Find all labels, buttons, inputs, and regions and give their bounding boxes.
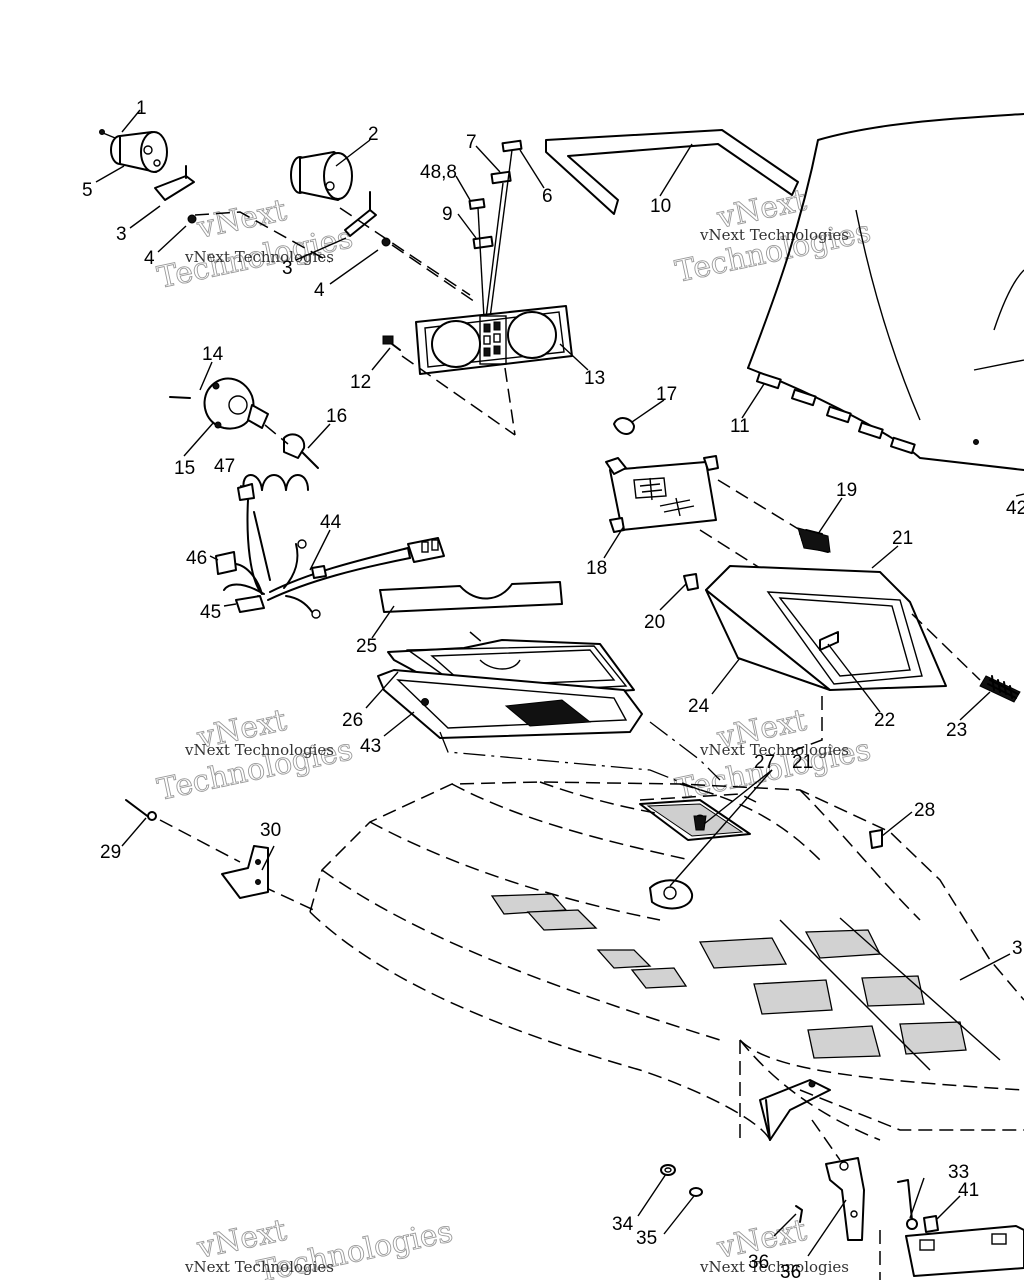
callout-29: 29 (100, 842, 121, 863)
headlight-housing (705, 565, 947, 691)
bracket-30 (221, 845, 269, 899)
molding-10 (545, 129, 799, 215)
callout-41: 41 (958, 1180, 979, 1201)
callout-13: 13 (584, 368, 605, 389)
callout-14: 14 (202, 344, 224, 365)
screw-27 (693, 815, 707, 831)
headlight-18 (605, 455, 801, 569)
windshield (747, 113, 1024, 471)
callout-45: 45 (200, 602, 221, 623)
callout-27: 27 (754, 752, 775, 773)
callout-3: 3 (1012, 938, 1023, 959)
callout-4: 4 (314, 280, 325, 301)
washer-34 (660, 1164, 676, 1176)
callout-20: 20 (644, 612, 665, 633)
callout-7: 7 (466, 132, 477, 153)
callout-15: 15 (174, 458, 195, 479)
callout-30: 30 (260, 820, 281, 841)
callout-33: 33 (948, 1162, 969, 1183)
instrument-panel (401, 305, 573, 436)
watermark-top-left: vNext Technologies vNext Technologies (154, 192, 356, 296)
hood (309, 781, 1024, 1141)
indicator-clips (468, 139, 523, 319)
callout-16: 16 (326, 406, 347, 427)
callout-18: 18 (586, 558, 607, 579)
bolt-23 (911, 613, 1021, 703)
callout-46: 46 (186, 548, 207, 569)
svg-text:vNext Technologies: vNext Technologies (184, 1258, 334, 1276)
callout-6: 6 (542, 186, 553, 207)
callout-21: 21 (792, 752, 813, 773)
frame-43 (377, 669, 823, 791)
callout-17: 17 (656, 384, 677, 405)
callout-labels: 1 2 3 3 4 4 5 6 7 48,8 9 10 11 12 13 14 … (82, 98, 1024, 1280)
latch-assembly (879, 1179, 1024, 1280)
callout-4: 4 (144, 248, 155, 269)
leader-31 (959, 953, 1011, 981)
watermark-mid-left: vNext Technologies vNext Technologies (154, 702, 356, 808)
callout-3: 3 (282, 258, 293, 279)
svg-text:vNext Technologies: vNext Technologies (699, 1258, 849, 1276)
spring-19 (797, 527, 831, 553)
callout-36: 36 (748, 1252, 769, 1273)
switch-15 (169, 377, 319, 469)
callout-47: 47 (214, 456, 235, 477)
callout-3: 3 (116, 224, 127, 245)
callout-43: 43 (360, 736, 381, 757)
leader-lines (95, 109, 991, 1257)
gauge-left (99, 129, 331, 263)
svg-text:vNext Technologies: vNext Technologies (184, 741, 334, 759)
bulb-17 (613, 417, 635, 435)
callout-1: 1 (136, 98, 147, 119)
bolt-28 (869, 829, 883, 849)
callout-19: 19 (836, 480, 857, 501)
svg-text:vNext Technologies: vNext Technologies (699, 741, 849, 759)
leader-42 (1015, 493, 1024, 497)
watermark-bottom-left: vNext Technologies vNext Technologies (184, 1212, 456, 1280)
callout-26: 26 (342, 710, 363, 731)
callout-5: 5 (82, 180, 93, 201)
callout-42: 42 (1006, 498, 1024, 519)
gauge-right (290, 151, 479, 305)
screw-20 (683, 573, 699, 591)
callout-34: 34 (612, 1214, 634, 1235)
callout-23: 23 (946, 720, 967, 741)
callout-9: 9 (442, 204, 453, 225)
callout-36: 36 (780, 1262, 801, 1280)
wiring-harness (215, 474, 445, 619)
hinge-36 (795, 1119, 865, 1241)
callout-44: 44 (320, 512, 342, 533)
callout-24: 24 (688, 696, 710, 717)
callout-21: 21 (892, 528, 913, 549)
callout-35: 35 (636, 1228, 657, 1249)
svg-text:vNext Technologies: vNext Technologies (699, 226, 849, 244)
screw-12 (382, 335, 401, 351)
callout-22: 22 (874, 710, 895, 731)
callout-12: 12 (350, 372, 371, 393)
callout-11: 11 (730, 416, 750, 437)
watermark-top-right: vNext Technologies vNext Technologies (672, 182, 874, 290)
callout-28: 28 (914, 800, 935, 821)
pin-29 (125, 799, 319, 913)
washer-35 (689, 1187, 703, 1197)
watermark-bottom-right: vNext vNext Technologies (699, 1212, 849, 1276)
callout-48-8: 48,8 (420, 162, 457, 183)
callout-10: 10 (650, 196, 671, 217)
callout-2: 2 (368, 124, 379, 145)
svg-text:vNext Technologies: vNext Technologies (184, 248, 334, 266)
callout-25: 25 (356, 636, 377, 657)
gasket-25 (379, 581, 563, 665)
